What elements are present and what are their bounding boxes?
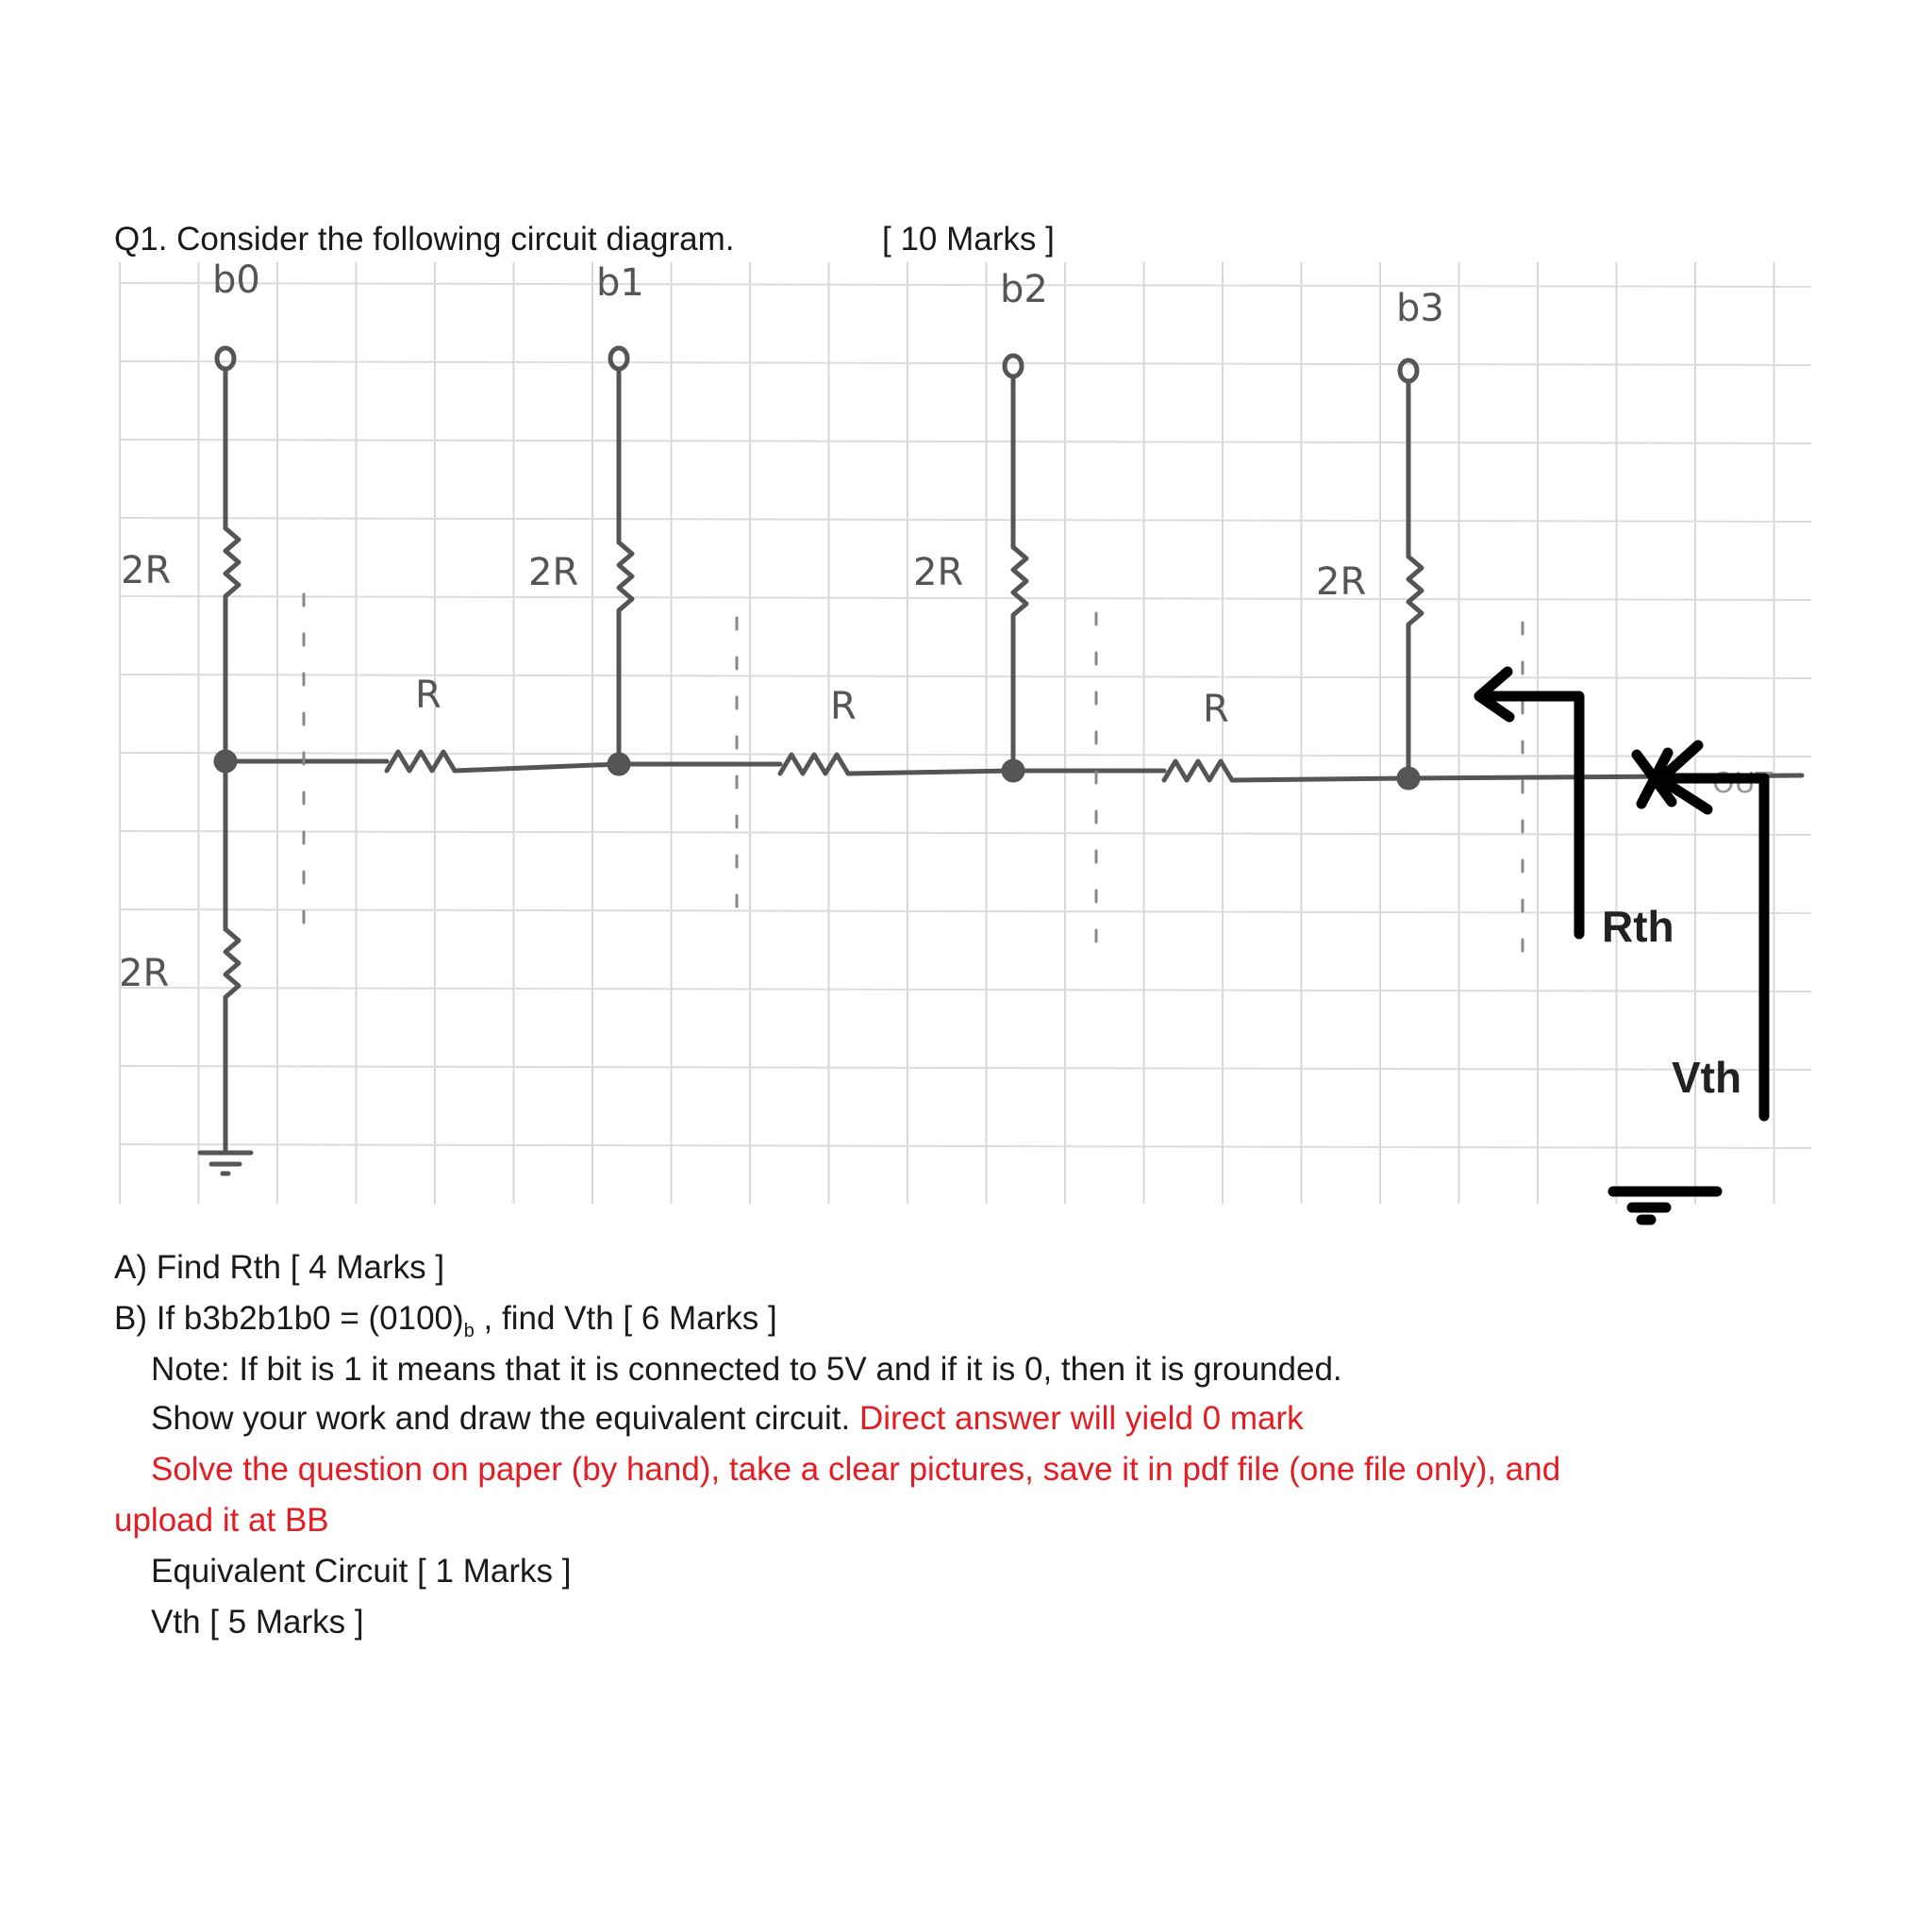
show-work: Show your work and draw the equivalent c… — [151, 1402, 1304, 1435]
note-text: Note: If bit is 1 it means that it is co… — [151, 1351, 1342, 1388]
resistor-label-2r-b3: 2R — [1316, 560, 1366, 604]
upload-instructions: upload it at BB — [114, 1502, 329, 1539]
direct-answer-warning: Direct answer will yield 0 mark — [858, 1400, 1304, 1437]
resistor-2r-icon — [223, 525, 242, 607]
wire — [845, 768, 1016, 776]
resistor-label-2r-ground: 2R — [119, 952, 169, 995]
resistor-label-2r-b2: 2R — [913, 551, 963, 594]
equivalent-circuit-marks: Equivalent Circuit [ 1 Marks ] — [151, 1553, 572, 1590]
grid-line — [119, 595, 1812, 601]
wire — [452, 761, 622, 774]
part-b-suffix: , find Vth [ 6 Marks ] — [474, 1300, 777, 1337]
circuit-labels: b0 b1 b2 b3 2R 2R 2R 2R 2R R R R OUT Rth… — [119, 258, 1774, 1102]
resistor-2r-icon — [616, 540, 635, 621]
question-marks: [ 10 Marks ] — [882, 221, 1055, 258]
bit-terminal-icon — [214, 345, 237, 372]
thevenin-annotations — [1474, 666, 1770, 1225]
grid-line — [119, 674, 1812, 679]
resistor-2r-icon — [1010, 544, 1029, 625]
vth-marks: Vth [ 5 Marks ] — [151, 1604, 364, 1641]
grid-line — [119, 517, 1812, 523]
vth-arrow — [1655, 773, 1770, 1122]
grid-line — [119, 1143, 1812, 1149]
resistor-r-icon — [777, 752, 851, 776]
grid-line — [119, 282, 1812, 288]
part-a: A) Find Rth [ 4 Marks ] — [114, 1249, 445, 1286]
x-mark-icon — [1631, 747, 1677, 809]
grid-line — [119, 360, 1812, 366]
resistor-r-icon — [384, 749, 458, 774]
ground-icon — [1607, 1186, 1723, 1225]
resistor-label-2r-b0: 2R — [121, 549, 171, 592]
bit-label-b0: b0 — [212, 258, 260, 302]
part-b-subscript: b — [463, 1321, 475, 1341]
part-b: B) If b3b2b1b0 = (0100)b , find Vth [ 6 … — [114, 1302, 777, 1341]
graph-paper-grid — [119, 262, 1812, 1204]
vth-arrowhead-icon — [1655, 740, 1713, 815]
rth-arrowhead-icon — [1474, 666, 1515, 723]
show-work-text: Show your work and draw the equivalent c… — [151, 1400, 859, 1437]
part-b-prefix: B) If b3b2b1b0 = (0100) — [114, 1300, 464, 1337]
bit-terminal-icon — [608, 345, 630, 372]
grid-line — [119, 752, 1812, 758]
grid-line — [119, 987, 1812, 992]
grid-line — [119, 439, 1812, 444]
wire — [1229, 775, 1411, 783]
ground-icon — [197, 1150, 254, 1176]
bit-label-b1: b1 — [596, 261, 644, 305]
bit-label-b2: b2 — [1000, 268, 1048, 311]
resistor-label-2r-b1: 2R — [528, 551, 578, 594]
grid-line — [119, 908, 1812, 914]
circuit-wires — [197, 345, 1805, 1176]
grid-line — [119, 1065, 1812, 1071]
solve-instructions: Solve the question on paper (by hand), t… — [151, 1451, 1561, 1488]
bit-terminal-icon — [1002, 353, 1024, 379]
resistor-label-r1: R — [415, 674, 441, 717]
rth-label: Rth — [1602, 902, 1674, 951]
grid-line — [119, 830, 1812, 836]
resistor-label-r2: R — [830, 685, 857, 728]
resistor-2r-ground-icon — [223, 926, 242, 1008]
rth-arrow — [1475, 691, 1585, 940]
question-title: Q1. Consider the following circuit diagr… — [114, 221, 735, 258]
resistor-2r-icon — [1406, 554, 1424, 635]
vth-label: Vth — [1672, 1053, 1741, 1102]
bit-label-b3: b3 — [1396, 287, 1444, 330]
resistor-r-icon — [1161, 758, 1235, 783]
resistor-label-r3: R — [1203, 688, 1229, 731]
